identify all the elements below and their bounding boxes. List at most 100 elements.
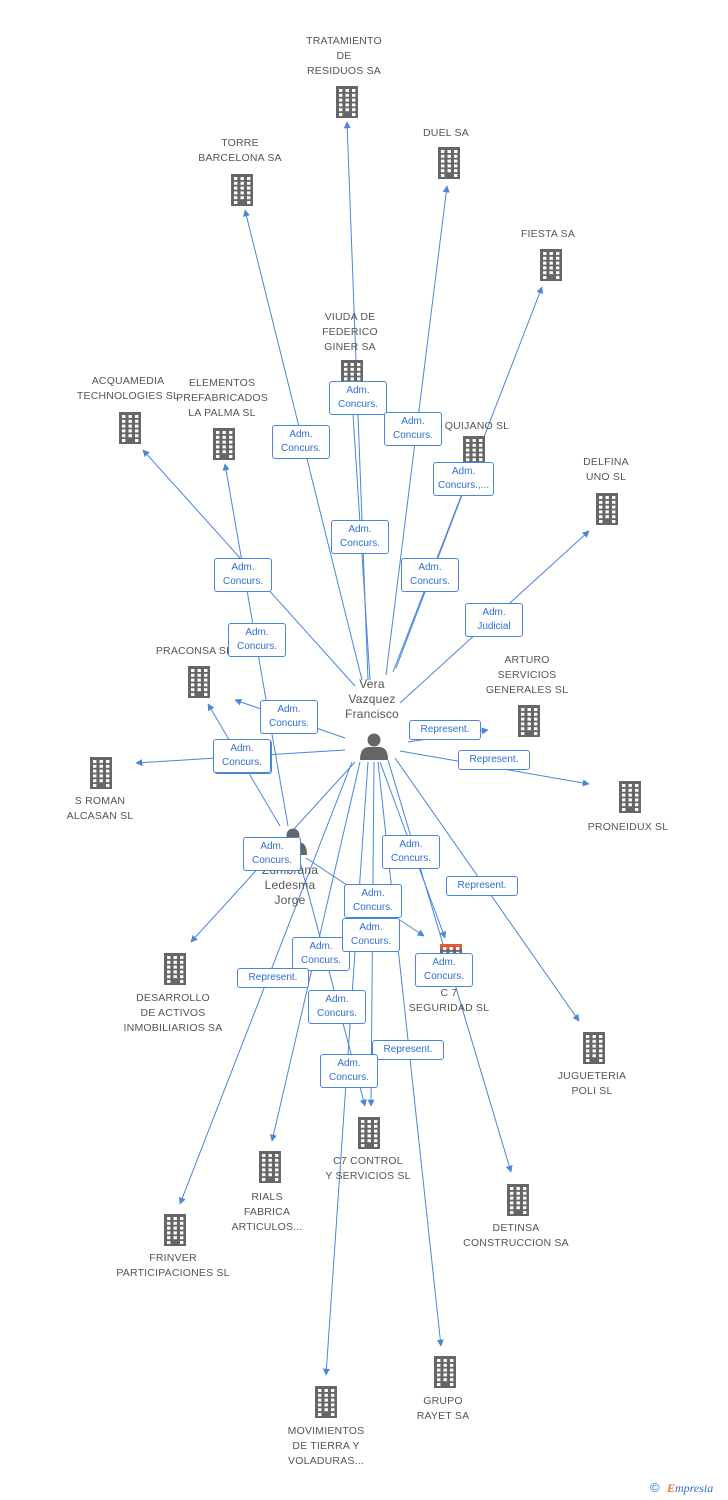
edge-label-vera-c7control[interactable]: Adm.Concurs. — [344, 884, 402, 918]
edge-label-line: Adm. — [348, 524, 372, 535]
node-label-line: DE ACTIVOS — [140, 1006, 206, 1019]
edge-label-line: Concurs. — [251, 855, 292, 866]
node-label-line: SERVICIOS — [497, 668, 557, 681]
edge-label-zumbrana-c7control[interactable]: Adm.Concurs. — [415, 953, 473, 987]
node-label-line: GINER SA — [324, 340, 376, 353]
edge-label-vera-jugueteria[interactable]: Represent. — [446, 876, 518, 896]
building-icon-tratamiento[interactable] — [336, 86, 358, 118]
building-icon-acquamedia[interactable] — [119, 412, 141, 444]
brand-logo-rest: mpresia — [675, 1481, 714, 1495]
node-label-praconsa[interactable]: PRACONSA SL — [119, 644, 269, 659]
brand-logo-initial: E — [667, 1481, 676, 1495]
edge-label-line: Represent. — [248, 972, 298, 983]
edge-label-line: Adm. — [346, 385, 370, 396]
building-icon-movimientos[interactable] — [315, 1386, 337, 1418]
node-label-line: LA PALMA SL — [188, 406, 256, 419]
building-icon-torre[interactable] — [231, 174, 253, 206]
edge-label-line: Concurs. — [268, 718, 309, 729]
building-icon-elementos[interactable] — [213, 428, 235, 460]
node-label-line: TORRE — [221, 137, 259, 149]
node-label-jugueteria[interactable]: JUGUETERIA POLI SL — [517, 1069, 667, 1099]
edge-label-vera-c7seg[interactable]: Adm. Concurs. — [382, 835, 440, 869]
node-label-line: INMOBILIARIOS SA — [123, 1021, 223, 1034]
node-label-duel[interactable]: DUEL SA — [371, 126, 521, 141]
building-icon-desarrollo[interactable] — [164, 953, 186, 985]
edge-label-zumbrana-elementos[interactable]: Adm.Concurs. — [228, 623, 286, 657]
edge-label-vera-desarrollo[interactable]: Adm. Concurs. — [243, 837, 301, 871]
building-icon-grupo[interactable] — [434, 1356, 456, 1388]
edge-label-vera-frinver[interactable]: Represent. — [237, 968, 309, 988]
building-icon-c7control[interactable] — [358, 1117, 380, 1149]
building-icon-delfina[interactable] — [596, 493, 618, 525]
edge-label-line: Concurs. — [337, 399, 378, 410]
building-icon-proneidux[interactable] — [619, 781, 641, 813]
edge-label-vera-delfina[interactable]: Adm.Judicial — [465, 603, 523, 637]
edge-label-vera-fiesta[interactable]: Adm.Concurs.,... — [433, 462, 495, 496]
node-label-line: POLI SL — [571, 1085, 613, 1097]
edge-label-zumbrana-praconsa[interactable]: Adm.Concurs. — [213, 739, 271, 773]
building-icon-duel[interactable] — [438, 147, 460, 179]
edge-label-vera-detinsa[interactable]: Represent. — [372, 1040, 444, 1060]
building-icon-jugueteria[interactable] — [583, 1032, 605, 1064]
edge-label-line: Concurs. — [350, 936, 391, 947]
node-label-line: ARTICULOS... — [231, 1220, 303, 1233]
person-icon-vera[interactable] — [360, 733, 388, 761]
node-label-proneidux[interactable]: PRONEIDUX SL — [553, 820, 703, 835]
building-icon-detinsa[interactable] — [507, 1184, 529, 1216]
building-icon-quijano[interactable] — [463, 436, 485, 468]
building-icon-arturo[interactable] — [518, 705, 540, 737]
edge-label-vera-tratamiento[interactable]: Adm. Concurs. — [329, 381, 387, 415]
edge-label-vera-acquamedia[interactable]: Adm.Concurs. — [214, 558, 272, 592]
node-label-fiesta[interactable]: FIESTA SA — [473, 227, 623, 242]
edge-label-vera-duel[interactable]: Adm.Concurs. — [384, 412, 442, 446]
edge-label-line: Adm. — [325, 994, 349, 1005]
edge-label-line: Adm. — [289, 429, 313, 440]
node-label-line: FABRICA — [243, 1205, 291, 1218]
building-icon-fiesta[interactable] — [540, 249, 562, 281]
node-label-line: TRATAMIENTO — [306, 34, 382, 47]
building-icon-rials[interactable] — [259, 1151, 281, 1183]
node-label-line: Jorge — [274, 892, 306, 907]
edge-label-line: Adm. — [245, 627, 269, 638]
edge-label-vera-arturo[interactable]: Represent. — [409, 720, 481, 740]
node-label-quijano[interactable]: QUIJANO SL — [402, 419, 552, 434]
node-label-line: ALCASAN SL — [66, 810, 134, 822]
edge-label-vera-quijano[interactable]: Adm.Concurs. — [401, 558, 459, 592]
edge-label-vera-praconsa[interactable]: Adm.Concurs. — [260, 700, 318, 734]
edge-label-vera-movimientos[interactable]: Adm.Concurs. — [320, 1054, 378, 1088]
node-label-line: JUGUETERIA — [557, 1070, 627, 1082]
building-icon-sroman[interactable] — [90, 757, 112, 789]
edge-label-vera-torre[interactable]: Adm.Concurs. — [272, 425, 330, 459]
building-icon-frinver[interactable] — [164, 1214, 186, 1246]
edge-label-line: Adm. — [260, 841, 284, 852]
edge-label-line: Concurs. — [390, 853, 431, 864]
edge-label-vera-rials[interactable]: Adm.Concurs. — [292, 937, 350, 971]
node-label-line: DE TIERRA Y — [292, 1439, 360, 1452]
node-label-line: MOVIMIENTOS — [287, 1424, 365, 1437]
edge-label-zumbrana-c7seg[interactable]: Adm.Concurs. — [342, 918, 400, 952]
building-icon-praconsa[interactable] — [188, 666, 210, 698]
edge-label-line: Judicial — [477, 621, 511, 632]
edge-label-vera-viuda[interactable]: Adm.Concurs. — [331, 520, 389, 554]
edge-label-line: Adm. — [399, 839, 423, 850]
edge-label-vera-grupo[interactable]: Adm.Concurs. — [308, 990, 366, 1024]
node-label-line: GENERALES SL — [485, 683, 569, 696]
edge-label-vera-proneidux[interactable]: Represent. — [458, 750, 530, 770]
